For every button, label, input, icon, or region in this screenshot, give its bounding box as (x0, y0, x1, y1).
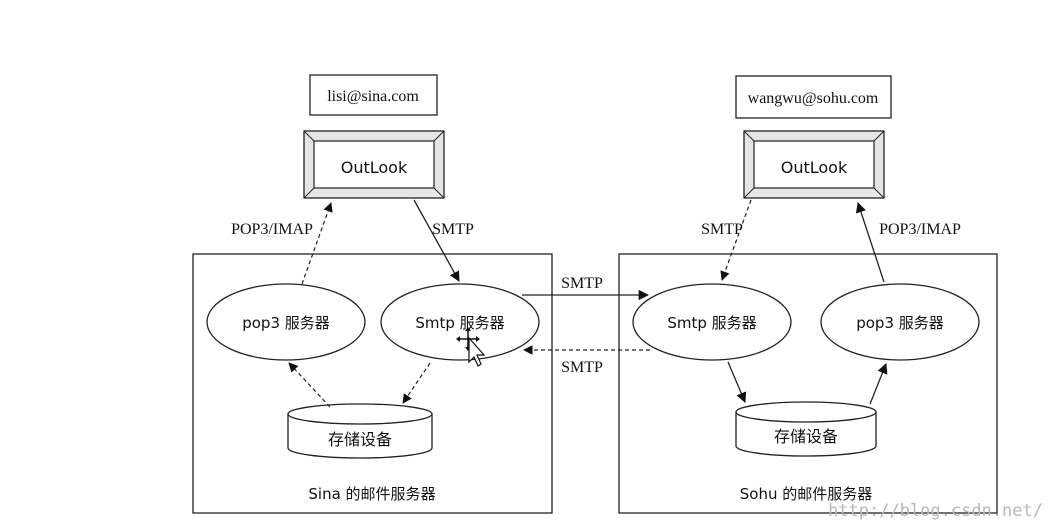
left-client-to-smtp-arrow (413, 199, 460, 282)
left-smtp-server (380, 283, 540, 361)
left-storage-to-pop3-arrow (288, 362, 331, 408)
left-outlook-label: OutLook (341, 158, 408, 177)
right-address-box (735, 75, 892, 119)
left-address-box (309, 74, 438, 116)
right-smtp-server (632, 283, 792, 361)
right-client-to-smtp-arrow (720, 199, 752, 281)
right-smtp-to-storage-arrow (727, 361, 747, 403)
left-smtp-label: Smtp 服务器 (415, 314, 504, 332)
left-pop3-to-client-arrow (301, 202, 333, 285)
right-outlook-client: OutLook (743, 130, 885, 199)
left-pop3-imap-label: POP3/IMAP (231, 221, 313, 238)
smtp-return-label: SMTP (561, 359, 603, 376)
right-storage: 存储设备 (735, 401, 877, 457)
right-pop3-server (820, 283, 980, 361)
mouse-cursor-icon (456, 327, 486, 367)
left-pop3-label: pop3 服务器 (242, 314, 330, 332)
right-server-label: Sohu 的邮件服务器 (740, 485, 872, 503)
right-smtp-arrow-label: SMTP (701, 221, 743, 238)
left-pop3-server (206, 283, 366, 361)
left-storage-label: 存储设备 (328, 430, 392, 449)
left-outlook-client: OutLook (303, 130, 445, 199)
right-server-container (618, 253, 998, 514)
right-pop3-imap-label: POP3/IMAP (879, 221, 961, 238)
left-server-container (192, 253, 553, 514)
right-storage-to-pop3-arrow (869, 363, 888, 405)
right-pop3-label: pop3 服务器 (856, 314, 944, 332)
left-storage: 存储设备 (287, 403, 433, 459)
right-smtp-label: Smtp 服务器 (667, 314, 756, 332)
watermark: http://blog.csdn.net/ (828, 501, 1043, 521)
left-address: lisi@sina.com (327, 88, 419, 105)
left-smtp-to-storage-arrow (402, 362, 431, 404)
right-outlook-label: OutLook (781, 158, 848, 177)
left-smtp-arrow-label: SMTP (432, 221, 474, 238)
right-address: wangwu@sohu.com (748, 90, 879, 107)
smtp-forward-label: SMTP (561, 275, 603, 292)
right-storage-label: 存储设备 (774, 427, 838, 446)
left-server-label: Sina 的邮件服务器 (308, 485, 435, 503)
right-pop3-to-client-arrow (855, 202, 885, 283)
